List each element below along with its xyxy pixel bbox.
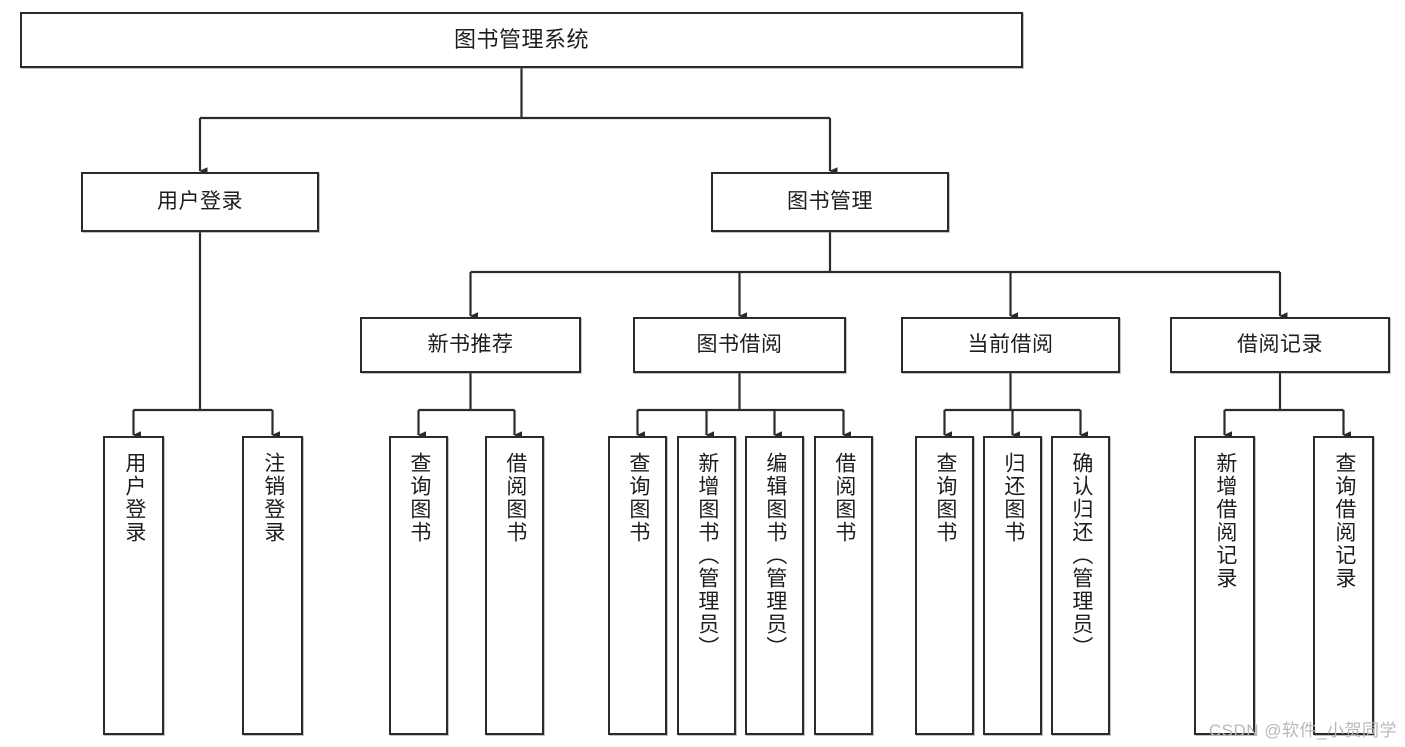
node-book-borrow[interactable]: 图书借阅 <box>633 317 846 373</box>
node-leaf-add-book[interactable]: 新增图书（管理员） <box>677 436 736 735</box>
node-label: 新增借阅记录 <box>1213 452 1237 590</box>
node-leaf-borrow-book-2[interactable]: 借阅图书 <box>814 436 873 735</box>
node-label: 归还图书 <box>1001 452 1025 544</box>
node-leaf-edit-book[interactable]: 编辑图书（管理员） <box>745 436 804 735</box>
watermark-text: CSDN @软件_小贺同学 <box>1208 721 1397 740</box>
node-book-manage[interactable]: 图书管理 <box>711 172 949 232</box>
node-label: 借阅图书 <box>832 452 856 544</box>
node-label: 当前借阅 <box>967 332 1054 356</box>
node-label: 注销登录 <box>261 452 285 544</box>
node-label: 编辑图书（管理员） <box>763 452 787 659</box>
node-label: 新书推荐 <box>427 332 514 356</box>
node-borrow-record[interactable]: 借阅记录 <box>1170 317 1390 373</box>
node-label: 图书管理系统 <box>453 27 589 53</box>
node-label: 确认归还（管理员） <box>1069 452 1093 659</box>
node-label: 查询图书 <box>933 452 957 544</box>
node-label: 查询借阅记录 <box>1332 452 1356 590</box>
node-label: 查询图书 <box>407 452 431 544</box>
node-label: 图书管理 <box>787 189 873 213</box>
node-label: 图书借阅 <box>696 332 783 356</box>
node-leaf-borrow-book-1[interactable]: 借阅图书 <box>485 436 544 735</box>
node-leaf-query-book-3[interactable]: 查询图书 <box>915 436 974 735</box>
node-label: 用户登录 <box>157 189 243 213</box>
node-leaf-query-book-1[interactable]: 查询图书 <box>389 436 448 735</box>
node-root[interactable]: 图书管理系统 <box>20 12 1023 68</box>
node-leaf-query-record[interactable]: 查询借阅记录 <box>1313 436 1374 735</box>
node-current-borrow[interactable]: 当前借阅 <box>901 317 1120 373</box>
node-leaf-user-logout[interactable]: 注销登录 <box>242 436 303 735</box>
node-label: 借阅记录 <box>1237 332 1323 356</box>
node-leaf-add-record[interactable]: 新增借阅记录 <box>1194 436 1255 735</box>
node-label: 查询图书 <box>626 452 650 544</box>
node-user-login[interactable]: 用户登录 <box>81 172 319 232</box>
node-leaf-confirm-return[interactable]: 确认归还（管理员） <box>1051 436 1110 735</box>
node-label: 新增图书（管理员） <box>695 452 719 659</box>
node-leaf-query-book-2[interactable]: 查询图书 <box>608 436 667 735</box>
node-label: 用户登录 <box>122 452 146 544</box>
node-leaf-return-book[interactable]: 归还图书 <box>983 436 1042 735</box>
edge-group <box>132 68 1352 439</box>
node-leaf-user-login[interactable]: 用户登录 <box>103 436 164 735</box>
node-new-book-rec[interactable]: 新书推荐 <box>360 317 581 373</box>
node-label: 借阅图书 <box>503 452 527 544</box>
